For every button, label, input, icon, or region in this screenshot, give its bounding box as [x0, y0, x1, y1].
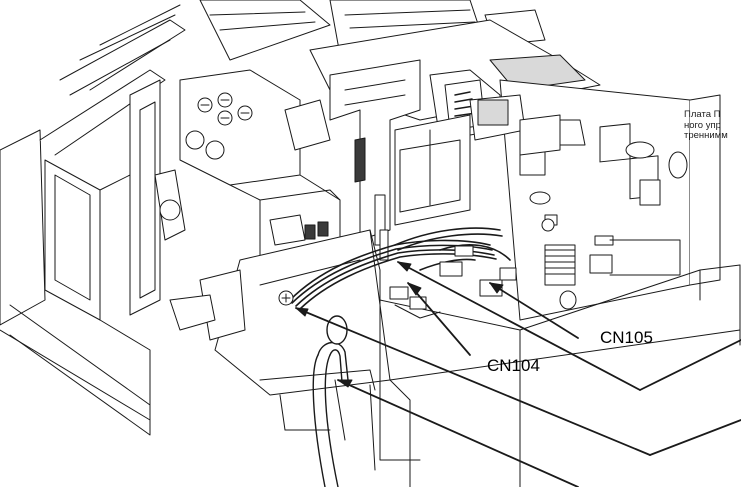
side-note-line-2: ного упр	[684, 119, 721, 131]
leader-lines	[295, 261, 741, 487]
connectors	[389, 245, 517, 319]
callout-cn104: CN104	[487, 356, 540, 375]
central-bracket	[329, 59, 471, 261]
side-note-line-3: треннимм	[684, 130, 728, 141]
chassis-left	[0, 4, 186, 436]
pcb-side-note: Плата П ного упр треннимм	[684, 110, 741, 142]
side-note-line-1: Плата П	[684, 110, 721, 120]
callout-cn105: CN105	[600, 328, 653, 347]
screw	[278, 290, 294, 306]
arrowheads	[295, 261, 504, 388]
terminal-block	[154, 69, 341, 291]
relay-assembly	[429, 69, 561, 156]
